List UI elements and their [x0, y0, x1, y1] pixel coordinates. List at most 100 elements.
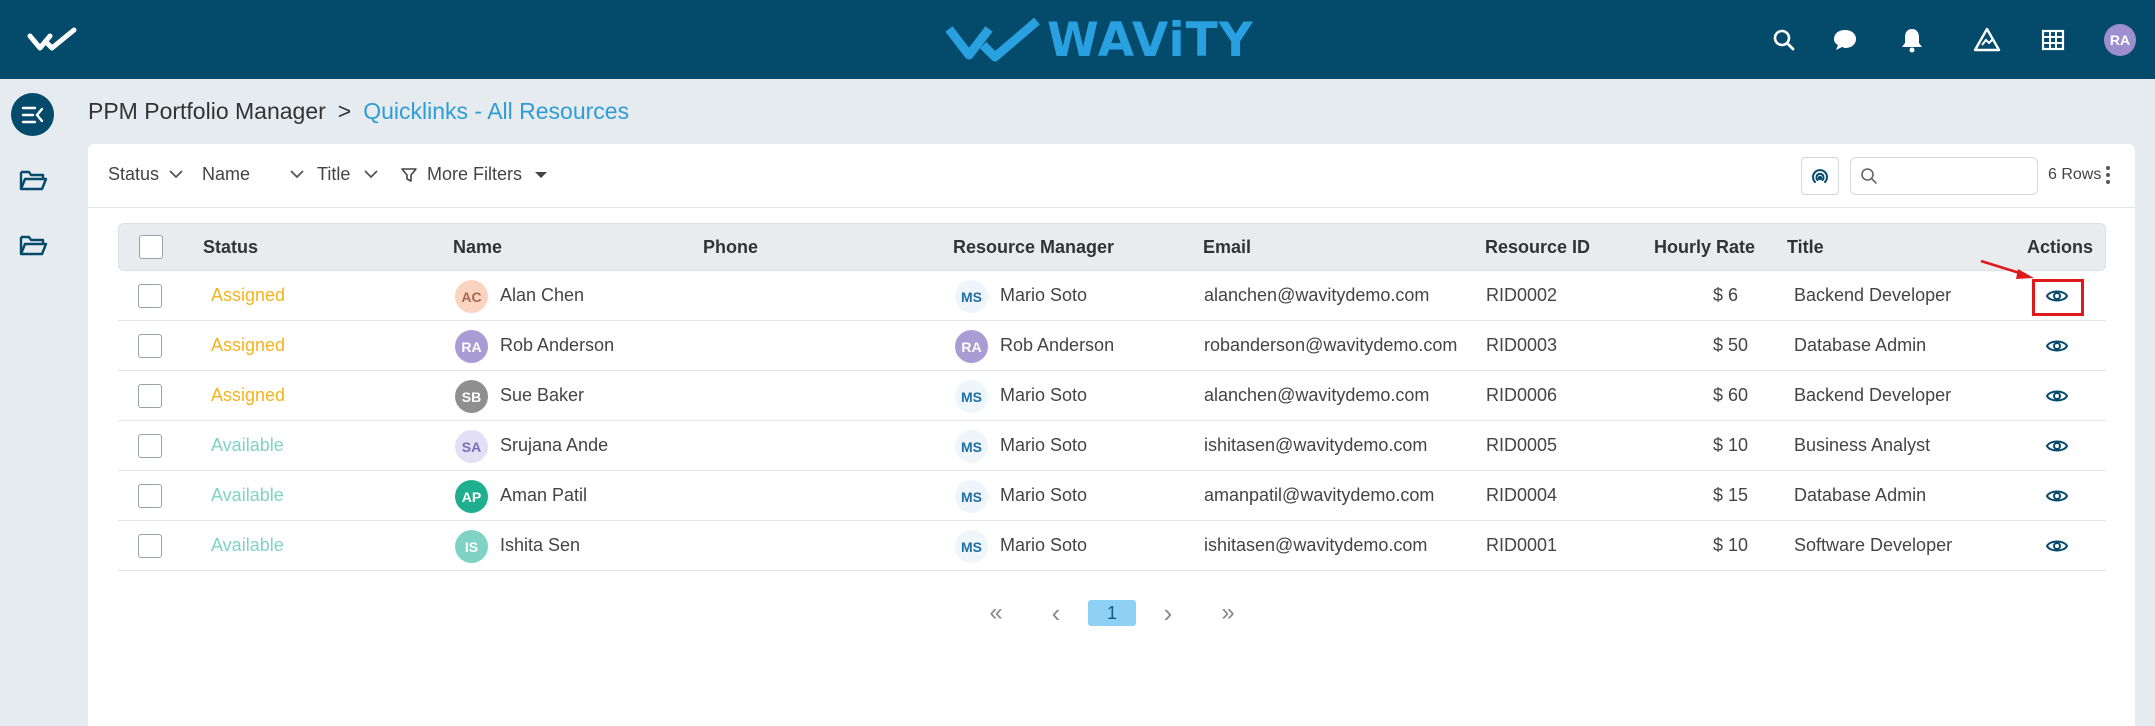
rows-count: 6 Rows — [2048, 166, 2102, 183]
name-cell[interactable]: Alan Chen — [500, 285, 585, 305]
name-cell[interactable]: Rob Anderson — [500, 335, 615, 355]
more-filters-label: More Filters — [427, 164, 523, 184]
status-cell: Assigned — [211, 385, 286, 405]
breadcrumb-current[interactable]: Quicklinks - All Resources — [363, 98, 630, 124]
search-icon[interactable] — [1768, 24, 1800, 56]
first-page-button[interactable]: « — [989, 599, 1003, 626]
row-checkbox[interactable] — [138, 434, 162, 458]
manager-cell: Mario Soto — [1000, 535, 1088, 555]
title-filter[interactable]: Title — [317, 164, 378, 185]
email-cell: alanchen@wavitydemo.com — [1204, 385, 1430, 405]
column-title[interactable]: Title — [1787, 237, 1824, 257]
table-row[interactable]: Available IS Ishita Sen MS Mario Soto is… — [118, 521, 2106, 571]
name-filter-label: Name — [202, 164, 251, 184]
column-hourly-rate[interactable]: Hourly Rate — [1654, 237, 1756, 257]
view-eye-icon[interactable] — [2046, 537, 2068, 555]
row-checkbox[interactable] — [138, 284, 162, 308]
breadcrumb: PPM Portfolio Manager > Quicklinks - All… — [88, 98, 629, 125]
top-bar: WAViTY RA — [0, 0, 2155, 79]
row-checkbox[interactable] — [138, 334, 162, 358]
more-options-icon[interactable] — [2104, 164, 2112, 186]
resource-id-cell: RID0005 — [1486, 435, 1558, 455]
resource-id-cell: RID0002 — [1486, 285, 1558, 305]
email-cell: alanchen@wavitydemo.com — [1204, 285, 1430, 305]
broadcast-button[interactable] — [1801, 157, 1839, 195]
title-cell: Backend Developer — [1794, 385, 1952, 405]
resource-id-cell: RID0004 — [1486, 485, 1558, 505]
email-cell: ishitasen@wavitydemo.com — [1204, 435, 1428, 455]
prev-page-button[interactable]: ‹ — [1051, 597, 1061, 628]
row-checkbox[interactable] — [138, 484, 162, 508]
name-cell[interactable]: Ishita Sen — [500, 535, 581, 555]
view-eye-icon[interactable] — [2046, 337, 2068, 355]
column-email[interactable]: Email — [1203, 237, 1252, 257]
next-page-button[interactable]: › — [1163, 597, 1173, 628]
breadcrumb-root[interactable]: PPM Portfolio Manager — [88, 98, 326, 124]
name-filter[interactable]: Name — [202, 164, 304, 185]
page-1-button[interactable]: 1 — [1088, 600, 1136, 626]
status-cell: Assigned — [211, 285, 286, 305]
search-box — [1850, 157, 2038, 195]
manager-avatar: MS — [955, 530, 988, 563]
status-cell: Available — [211, 485, 284, 505]
rate-cell: $ 60 — [1713, 385, 1749, 405]
view-eye-icon[interactable] — [2046, 437, 2068, 455]
chevron-down-icon — [290, 170, 304, 179]
row-checkbox[interactable] — [138, 534, 162, 558]
column-actions: Actions — [2027, 237, 2094, 257]
column-status[interactable]: Status — [203, 237, 259, 257]
avatar: SA — [455, 430, 488, 463]
filter-bar: Status Name Title More Filters 6 — [88, 144, 2135, 208]
table-row[interactable]: Assigned AC Alan Chen MS Mario Soto alan… — [118, 271, 2106, 321]
rate-cell: $ 6 — [1713, 285, 1739, 305]
more-filters-button[interactable]: More Filters — [401, 164, 548, 185]
column-resource-id[interactable]: Resource ID — [1485, 237, 1591, 257]
name-cell[interactable]: Srujana Ande — [500, 435, 609, 455]
rate-cell: $ 10 — [1713, 435, 1749, 455]
resources-panel: Status Name Title More Filters 6 — [88, 144, 2135, 726]
select-all-checkbox[interactable] — [139, 235, 163, 259]
resource-id-cell: RID0003 — [1486, 335, 1558, 355]
view-eye-icon[interactable] — [2046, 487, 2068, 505]
table-row[interactable]: Available SA Srujana Ande MS Mario Soto … — [118, 421, 2106, 471]
manager-cell: Mario Soto — [1000, 485, 1088, 505]
brand-check-icon — [945, 17, 1040, 62]
wavity-logo-icon[interactable] — [26, 24, 82, 54]
status-cell: Assigned — [211, 335, 286, 355]
email-cell: amanpatil@wavitydemo.com — [1204, 485, 1435, 505]
chat-icon[interactable] — [1829, 24, 1861, 56]
name-cell[interactable]: Aman Patil — [500, 485, 588, 505]
email-cell: ishitasen@wavitydemo.com — [1204, 535, 1428, 555]
folder-open-icon[interactable] — [18, 232, 48, 258]
folder-open-icon[interactable] — [18, 167, 48, 193]
alert-triangle-icon[interactable] — [1971, 24, 2003, 56]
column-resource-manager[interactable]: Resource Manager — [953, 237, 1115, 257]
broadcast-icon — [1812, 169, 1828, 183]
search-input[interactable] — [1885, 164, 2033, 188]
table-row[interactable]: Assigned RA Rob Anderson RA Rob Anderson… — [118, 321, 2106, 371]
table-row[interactable]: Assigned SB Sue Baker MS Mario Soto alan… — [118, 371, 2106, 421]
avatar: AC — [455, 280, 488, 313]
grid-icon[interactable] — [2037, 24, 2069, 56]
view-eye-icon[interactable] — [2046, 287, 2068, 305]
title-cell: Business Analyst — [1794, 435, 1931, 455]
row-checkbox[interactable] — [138, 384, 162, 408]
search-icon — [1861, 168, 1877, 184]
column-phone[interactable]: Phone — [703, 237, 759, 257]
bell-icon[interactable] — [1896, 24, 1928, 56]
chevron-down-icon — [364, 170, 378, 179]
status-filter[interactable]: Status — [108, 164, 183, 185]
user-avatar[interactable]: RA — [2104, 24, 2136, 56]
chevron-down-icon — [169, 170, 183, 179]
status-cell: Available — [211, 535, 284, 555]
last-page-button[interactable]: » — [1221, 599, 1235, 626]
name-cell[interactable]: Sue Baker — [500, 385, 585, 405]
rate-cell: $ 50 — [1713, 335, 1749, 355]
manager-cell: Mario Soto — [1000, 435, 1088, 455]
manager-cell: Rob Anderson — [1000, 335, 1115, 355]
column-name[interactable]: Name — [453, 237, 503, 257]
sidebar-toggle-button[interactable] — [11, 93, 54, 136]
view-eye-icon[interactable] — [2046, 387, 2068, 405]
avatar: RA — [455, 330, 488, 363]
table-row[interactable]: Available AP Aman Patil MS Mario Soto am… — [118, 471, 2106, 521]
